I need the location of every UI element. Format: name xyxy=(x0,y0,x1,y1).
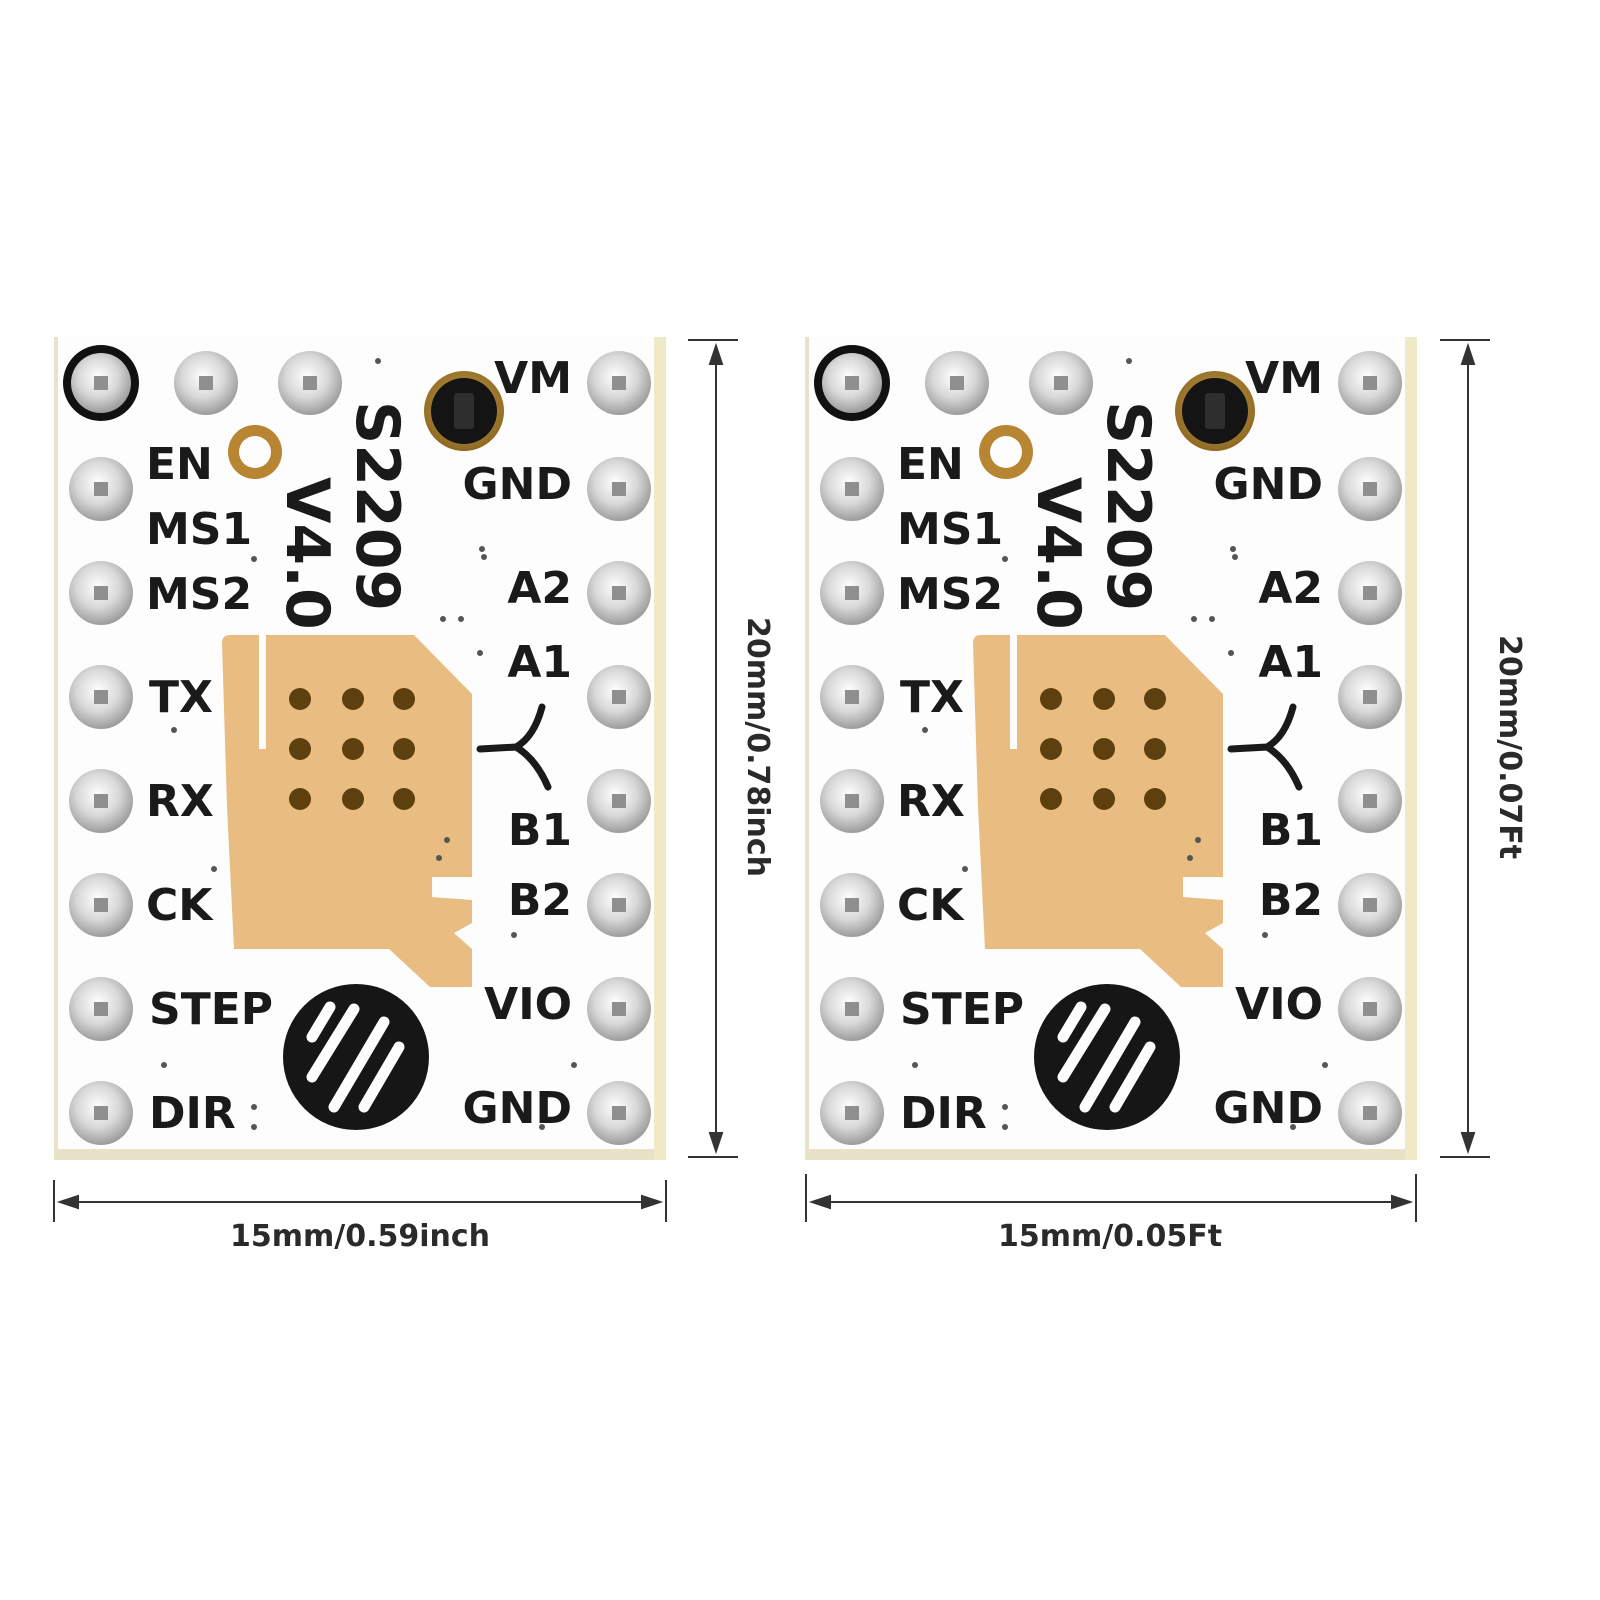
left-pin-labels: EN MS1 MS2 TX RX CK STEP DIR xyxy=(897,439,1024,1139)
pin-label-dir: DIR xyxy=(900,1088,987,1139)
height-dimension-2 xyxy=(1440,339,1490,1158)
pin-label-vm: VM xyxy=(494,353,572,404)
pin-label-a1: A1 xyxy=(507,637,572,688)
pin-label-b1: B1 xyxy=(1259,805,1323,856)
pin-label-gnd-bottom: GND xyxy=(1214,1083,1323,1134)
pin-label-b2: B2 xyxy=(1259,875,1323,926)
driver-board-2: EN MS1 MS2 TX RX CK STEP DIR VM GND A2 A… xyxy=(805,337,1417,1160)
pin-label-step: STEP xyxy=(149,984,273,1035)
driver-board-1: EN MS1 MS2 TX RX CK STEP DIR VM GND A2 A… xyxy=(54,337,666,1160)
right-pin-labels: VM GND A2 A1 B1 B2 VIO GND xyxy=(463,353,572,1134)
width-label-2: 15mm/0.05Ft xyxy=(998,1219,1222,1254)
pin-label-ms2: MS2 xyxy=(146,569,252,620)
left-pin-labels: EN MS1 MS2 TX RX CK STEP DIR xyxy=(146,439,273,1139)
height-label-2: 20mm/0.07Ft xyxy=(1492,635,1527,859)
pin-label-gnd-bottom: GND xyxy=(463,1083,572,1134)
pin-label-gnd-top: GND xyxy=(1214,459,1323,510)
pin-label-ms1: MS1 xyxy=(146,504,252,555)
pin-label-step: STEP xyxy=(900,984,1024,1035)
pin-label-a2: A2 xyxy=(507,563,572,614)
height-dimension-1 xyxy=(688,339,738,1158)
pin-label-gnd-top: GND xyxy=(463,459,572,510)
pin-label-en: EN xyxy=(146,439,213,490)
pin-label-dir: DIR xyxy=(149,1088,236,1139)
pin-label-en: EN xyxy=(897,439,964,490)
pin-label-vm: VM xyxy=(1245,353,1323,404)
pin-label-a2: A2 xyxy=(1258,563,1323,614)
pin-label-ms1: MS1 xyxy=(897,504,1003,555)
model-label: S2209 xyxy=(1093,401,1163,611)
pin-label-ck: CK xyxy=(897,880,965,931)
pin-label-ck: CK xyxy=(146,880,214,931)
pin-label-tx: TX xyxy=(900,672,964,723)
pin-label-a1: A1 xyxy=(1258,637,1323,688)
pin-label-b1: B1 xyxy=(508,805,572,856)
right-pin-labels: VM GND A2 A1 B1 B2 VIO GND xyxy=(1214,353,1323,1134)
pin-label-vio: VIO xyxy=(484,979,572,1030)
pin-label-tx: TX xyxy=(149,672,213,723)
pin-label-vio: VIO xyxy=(1235,979,1323,1030)
model-label: S2209 xyxy=(342,401,412,611)
pin-label-ms2: MS2 xyxy=(897,569,1003,620)
height-label-1: 20mm/0.78inch xyxy=(740,617,775,877)
version-label: V4.0 xyxy=(1023,477,1093,630)
version-label: V4.0 xyxy=(272,477,342,630)
pin-label-rx: RX xyxy=(897,776,965,827)
pin-label-rx: RX xyxy=(146,776,214,827)
pin-label-b2: B2 xyxy=(508,875,572,926)
width-dimension-2 xyxy=(805,1174,1417,1222)
width-label-1: 15mm/0.59inch xyxy=(230,1219,490,1254)
width-dimension-1 xyxy=(53,1180,667,1222)
